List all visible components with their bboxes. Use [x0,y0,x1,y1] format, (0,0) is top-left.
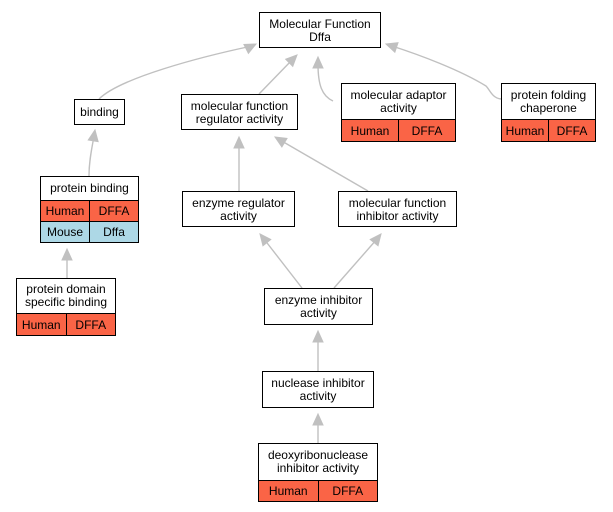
species-cell: Human [21,317,61,332]
species-cell: Human [350,123,390,138]
node-label: enzyme inhibitor activity [274,293,363,320]
node-label: protein folding chaperone [510,87,587,115]
gene-cell: Dffa [89,222,138,242]
arrowhead [284,54,298,68]
edge-enzyme_inhibitor-to-enzyme_regulator [259,233,303,289]
arrowhead [243,43,258,55]
node-label: enzyme regulator activity [192,195,285,223]
edge-binding-to-mf_root [98,43,258,100]
node-label: nuclease inhibitor activity [271,376,365,403]
node-label: protein binding [50,181,129,195]
edge-mf_inhibitor-to-mf_regulator [273,136,369,192]
species-row-human: Human DFFA [41,200,138,221]
node-label: Molecular Function Dffa [269,16,371,44]
species-row-human: Human DFFA [259,480,377,501]
species-row-human: Human DFFA [17,313,115,335]
node-label: deoxyribonuclease inhibitor activity [267,448,369,475]
arrowhead [312,412,324,426]
gene-cell: DFFA [89,201,138,221]
arrowhead [384,42,399,54]
node-enzyme-inhibitor[interactable]: enzyme inhibitor activity [264,288,373,325]
arrowhead [61,247,73,261]
edge-protein_folding-to-mf_root [384,42,502,100]
node-label: protein domain specific binding [24,282,108,309]
arrowhead [312,55,324,69]
node-label: binding [80,105,119,119]
node-label: molecular adaptor activity [350,87,447,115]
gene-cell: DFFA [398,120,455,141]
arrowhead [233,135,245,149]
gene-cell: DFFA [317,481,378,501]
arrowhead [369,233,382,247]
edge-protein_domain-to-protein_binding [61,247,73,278]
node-mf-regulator[interactable]: molecular function regulator activity [181,94,298,130]
arrowhead [87,128,99,143]
edge-deoxyribonuclease-to-nuclease_inhibitor [312,412,324,443]
species-cell: Mouse [46,225,84,239]
node-mf-inhibitor[interactable]: molecular function inhibitor activity [338,191,457,227]
edge-enzyme_inhibitor-to-mf_inhibitor [333,233,382,289]
node-label: molecular function inhibitor activity [348,195,447,223]
arrowhead [312,329,324,343]
edge-nuclease_inhibitor-to-enzyme_inhibitor [312,329,324,371]
species-cell: Human [268,484,308,498]
species-cell: Human [45,204,85,218]
gene-cell: DFFA [65,314,116,335]
arrowhead [273,136,288,148]
gene-cell: DFFA [548,120,595,141]
edge-enzyme_regulator-to-mf_regulator [233,135,245,191]
edge-protein_binding-to-binding [87,128,99,177]
arrowhead [259,233,272,247]
node-mf-root[interactable]: Molecular Function Dffa [259,12,381,48]
node-enzyme-regulator[interactable]: enzyme regulator activity [182,191,295,227]
species-row-human: Human DFFA [342,119,455,141]
edge-mol_adaptor-to-mf_root [312,55,334,102]
node-nuclease-inhibitor[interactable]: nuclease inhibitor activity [262,371,374,408]
node-label: molecular function regulator activity [190,98,289,126]
species-row-mouse: Mouse Dffa [41,221,138,242]
species-cell: Human [505,123,545,138]
node-binding[interactable]: binding [74,99,125,125]
edge-mf_regulator-to-mf_root [258,54,298,95]
